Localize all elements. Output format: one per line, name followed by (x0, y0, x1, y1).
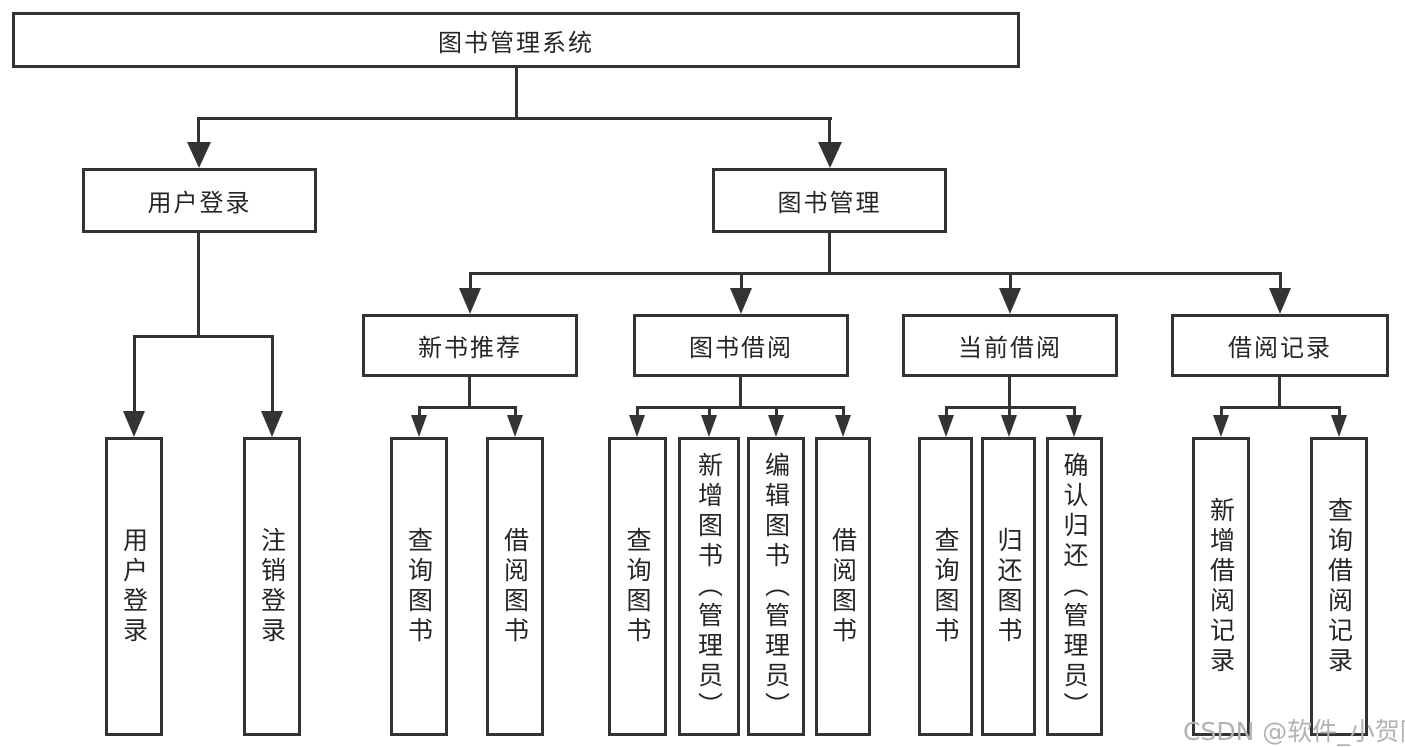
arrow-down-icon (507, 415, 523, 437)
leaf-query-books-borrowing: 查询图书 (608, 437, 667, 736)
arrow-down-icon (187, 142, 211, 168)
connector-vline (708, 406, 711, 417)
leaf-confirm-return-admin: 确认归还（管理员） (1046, 437, 1103, 736)
arrow-down-icon (629, 415, 645, 437)
connector-vline (1009, 272, 1012, 290)
arrow-down-icon (123, 411, 145, 437)
connector-hline (469, 272, 1281, 275)
connector-vline (469, 272, 472, 290)
node-root: 图书管理系统 (12, 12, 1020, 68)
connector-vline (515, 66, 518, 117)
connector-hline (133, 335, 274, 338)
arrow-down-icon (701, 415, 717, 437)
connector-vline (828, 117, 831, 144)
arrow-down-icon (261, 411, 283, 437)
connector-vline (1008, 406, 1011, 417)
connector-vline (740, 272, 743, 290)
leaf-query-books-recommend: 查询图书 (390, 437, 448, 736)
arrow-down-icon (938, 415, 954, 437)
connector-vline (271, 335, 274, 413)
leaf-borrow-books-recommend: 借阅图书 (486, 437, 544, 736)
leaf-return-books: 归还图书 (981, 437, 1036, 736)
arrow-down-icon (1001, 415, 1017, 437)
leaf-user-login: 用户登录 (105, 437, 163, 736)
arrow-down-icon (1213, 415, 1229, 437)
connector-vline (636, 406, 639, 417)
connector-vline (1338, 406, 1341, 417)
leaf-query-books-current: 查询图书 (918, 437, 973, 736)
connector-vline (775, 406, 778, 417)
arrow-down-icon (1269, 288, 1291, 314)
arrow-down-icon (835, 415, 851, 437)
leaf-query-borrow-record: 查询借阅记录 (1310, 437, 1368, 736)
leaf-logout: 注销登录 (243, 437, 301, 736)
leaf-borrow-books-borrowing: 借阅图书 (815, 437, 871, 736)
connector-vline (1278, 376, 1281, 408)
node-new-book-recommendation: 新书推荐 (362, 314, 578, 377)
arrow-down-icon (411, 415, 427, 437)
leaf-add-books-admin: 新增图书（管理员） (678, 437, 740, 736)
arrow-down-icon (818, 142, 842, 168)
arrow-down-icon (1066, 415, 1082, 437)
node-user-login: 用户登录 (82, 168, 317, 233)
connector-vline (197, 117, 200, 144)
connector-vline (1279, 272, 1282, 290)
arrow-down-icon (1331, 415, 1347, 437)
arrow-down-icon (999, 288, 1021, 314)
connector-vline (133, 335, 136, 413)
connector-vline (1008, 376, 1011, 408)
connector-hline (636, 406, 845, 409)
connector-vline (1220, 406, 1223, 417)
node-book-borrowing: 图书借阅 (633, 314, 849, 377)
connector-vline (828, 233, 831, 274)
connector-vline (468, 376, 471, 408)
connector-vline (514, 406, 517, 417)
connector-hline (1220, 406, 1341, 409)
arrow-down-icon (459, 288, 481, 314)
node-current-borrowing: 当前借阅 (902, 314, 1118, 377)
connector-hline (197, 117, 832, 120)
node-borrowing-records: 借阅记录 (1171, 314, 1389, 377)
connector-vline (418, 406, 421, 417)
arrow-down-icon (730, 288, 752, 314)
leaf-add-borrow-record: 新增借阅记录 (1192, 437, 1250, 736)
connector-hline (418, 406, 517, 409)
leaf-edit-books-admin: 编辑图书（管理员） (747, 437, 805, 736)
connector-vline (1073, 406, 1076, 417)
connector-vline (842, 406, 845, 417)
arrow-down-icon (768, 415, 784, 437)
connector-vline (739, 376, 742, 408)
connector-vline (945, 406, 948, 417)
connector-vline (197, 233, 200, 337)
node-book-management: 图书管理 (712, 168, 947, 233)
